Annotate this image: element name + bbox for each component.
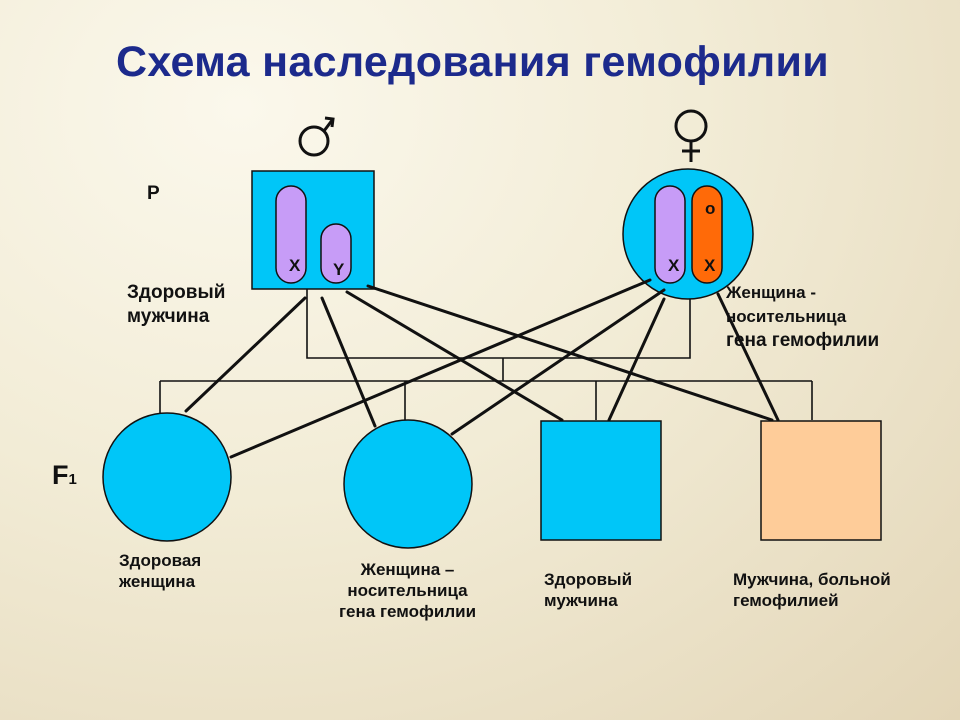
gamete-lines [184,278,780,459]
mother-label: Женщина - носительница гена гемофилии [726,283,880,351]
page-title: Схема наследования гемофилии [115,38,829,86]
mother-x-chromosome [654,185,686,284]
mother-x1-label: X [668,256,680,275]
mother-x2-label: X [704,256,716,275]
gene-mark-label: о [705,199,715,218]
generation-f1-label: F1 [52,460,77,491]
offspring-healthy-woman-label: Здоровая женщина [119,551,202,591]
female-symbol-icon [674,109,708,162]
father-cell [251,170,375,290]
father-y-chromosome [320,223,352,284]
father-label: Здоровый мужчина [127,282,226,327]
generation-f1-letter: F [52,460,69,490]
mother-x-carrier-chromosome [691,185,723,284]
offspring-sick-man-label: Мужчина, больной гемофилией [733,570,891,610]
father-y-label: Y [333,260,345,279]
offspring-healthy-man-label: Здоровый мужчина [544,570,633,610]
father-x-chromosome [275,185,307,284]
connector-lines [159,289,813,420]
offspring-carrier-woman [343,419,473,549]
father-x-label: X [289,256,301,275]
offspring-healthy-man [540,420,662,541]
offspring-healthy-woman [102,412,232,542]
generation-f1-subscript: 1 [68,471,77,488]
offspring-sick-man [760,420,882,541]
male-symbol-icon [298,116,335,157]
mother-cell [622,168,754,300]
generation-p-label: P [147,183,160,204]
offspring-carrier-woman-label: Женщина – носительница гена гемофилии [338,560,477,621]
